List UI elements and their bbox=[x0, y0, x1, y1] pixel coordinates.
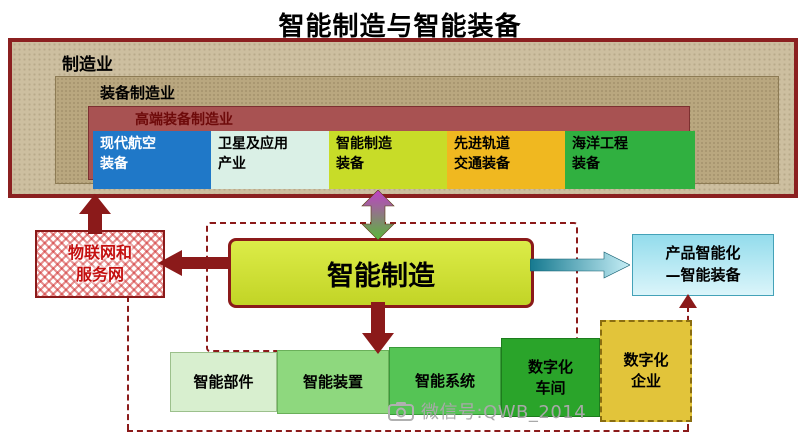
right-up-arrowhead-icon bbox=[679, 294, 697, 308]
page-title: 智能制造与智能装备 bbox=[278, 12, 522, 42]
watermark: 微信号:QWB_2014 bbox=[388, 398, 586, 424]
watermark-text: 微信号:QWB_2014 bbox=[421, 402, 587, 423]
industry-box-aviation: 现代航空 装备 bbox=[93, 131, 223, 189]
left-up-arrow-icon bbox=[79, 194, 111, 234]
highend-equipment-label: 高端装备制造业 bbox=[135, 112, 233, 128]
manufacturing-layer-label: 制造业 bbox=[62, 55, 113, 75]
gradient-updown-arrow-icon bbox=[361, 190, 395, 240]
bottom-dashed-line bbox=[127, 430, 689, 432]
industry-box-rail-transit: 先进轨道 交通装备 bbox=[447, 131, 577, 189]
equipment-manufacturing-layer-label: 装备制造业 bbox=[100, 84, 176, 102]
intelligent-manufacturing-box: 智能制造 bbox=[228, 238, 534, 308]
camera-icon bbox=[388, 402, 414, 421]
product-intelligence-box: 产品智能化 —智能装备 bbox=[632, 234, 774, 296]
right-arrow-icon bbox=[530, 251, 630, 279]
left-arrow-icon bbox=[158, 250, 228, 276]
chain-box-smart-systems: 智能系统 bbox=[389, 347, 501, 415]
chain-box-digital-enterprise: 数字化 企业 bbox=[600, 320, 692, 422]
industry-box-satellite: 卫星及应用 产业 bbox=[211, 131, 341, 189]
iot-service-network-box: 物联网和 服务网 bbox=[35, 230, 165, 298]
industry-box-marine: 海洋工程 装备 bbox=[565, 131, 695, 189]
chain-box-smart-devices: 智能装置 bbox=[277, 350, 389, 414]
down-arrow-icon bbox=[362, 302, 394, 354]
chain-box-digital-workshop: 数字化 车间 bbox=[501, 338, 600, 417]
industry-box-smart-equipment: 智能制造 装备 bbox=[329, 131, 459, 189]
chain-box-smart-components: 智能部件 bbox=[170, 352, 277, 412]
left-dashed-line bbox=[127, 296, 129, 430]
